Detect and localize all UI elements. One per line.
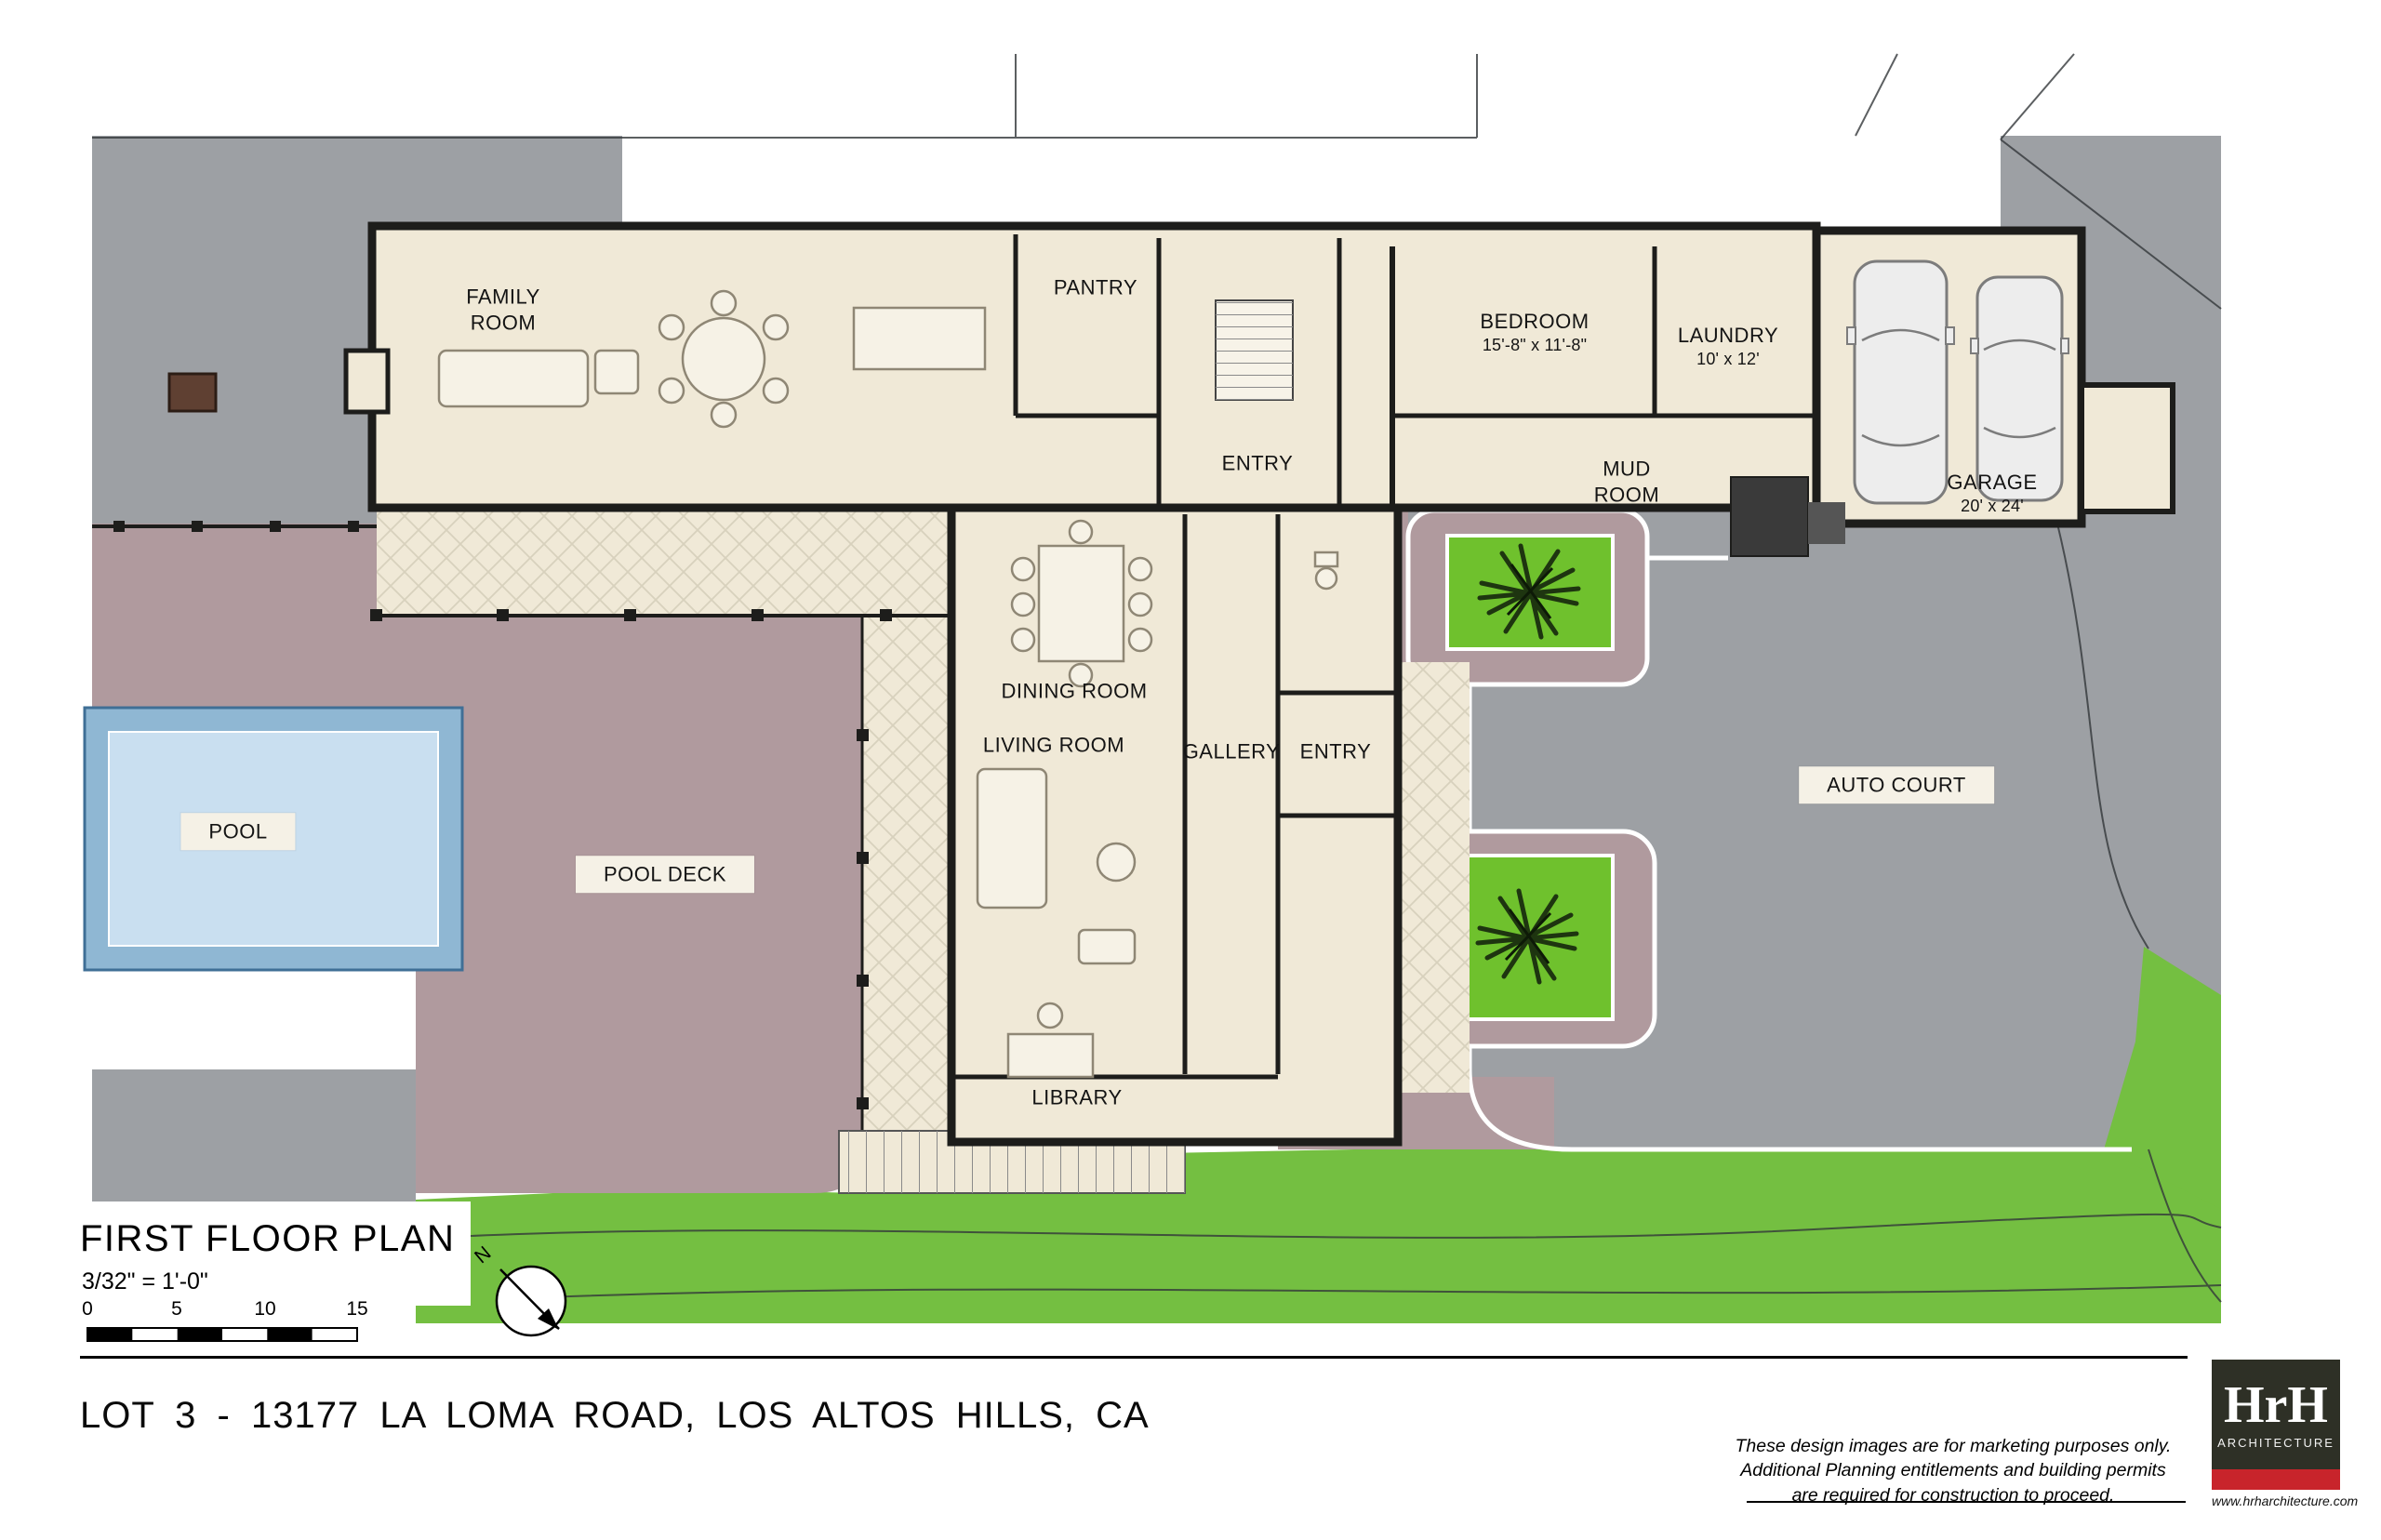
north-arrow [495,1265,567,1337]
site-feature-box [167,372,218,413]
logo-red-stripe [2212,1469,2340,1490]
garage-cars [1846,259,2069,505]
room-label-gallery: GALLERY [1182,739,1281,763]
lot-boundary-lines [92,53,2222,1303]
room-label-entry-lower: ENTRY [1299,739,1372,763]
plan-scale-note: 3/32" = 1'-0" [82,1268,208,1294]
scale-bar-label-0: 0 [82,1298,93,1320]
site-label-pool-deck: POOL DECK [575,856,755,893]
sheet-address: LOT 3 - 13177 LA LOMA ROAD, LOS ALTOS HI… [80,1395,1150,1436]
mud-room-steps [1730,476,1845,557]
scale-bar-label-5: 5 [171,1298,182,1320]
site-label-pool: POOL [180,813,296,850]
car [1846,259,1955,505]
car [1970,275,2069,502]
site-label-auto-court: AUTO COURT [1799,766,1994,803]
room-label-pantry: PANTRY [1053,275,1138,299]
disclaimer-rule [1747,1501,2186,1503]
title-block-mask [61,1201,471,1306]
fireplace [343,348,391,415]
room-label-laundry: LAUNDRY 10' x 12' [1677,324,1779,368]
scale-bar-label-10: 10 [254,1298,276,1320]
patio-walkways [370,511,1470,1131]
room-label-entry: ENTRY [1221,451,1294,475]
room-label-dining-room: DINING ROOM [1001,679,1148,703]
architect-logo: HrH ARCHITECTURE www.hrharchitecture.com [2212,1360,2359,1508]
logo-mark: HrH ARCHITECTURE [2212,1360,2340,1469]
room-label-family-room: FAMILY ROOM [466,285,540,335]
room-label-living-room: LIVING ROOM [982,733,1125,757]
room-label-library: LIBRARY [1031,1085,1123,1109]
plan-title: FIRST FLOOR PLAN [80,1218,456,1259]
scale-bar-label-15: 15 [346,1298,368,1320]
room-label-mud-room: MUD ROOM [1593,457,1660,507]
planter-island [1405,508,1650,687]
furniture [343,289,1339,1079]
marketing-disclaimer: These design images are for marketing pu… [1735,1436,2172,1506]
room-label-bedroom: BEDROOM 15'-8" x 11'-8" [1480,310,1590,354]
room-label-garage: GARAGE 20' x 24' [1947,471,2038,515]
footer-rule [80,1356,2188,1359]
interior-stairs [1215,299,1294,401]
scale-bar [86,1327,358,1342]
pool-deck [92,521,862,1193]
logo-website: www.hrharchitecture.com [2212,1494,2359,1508]
